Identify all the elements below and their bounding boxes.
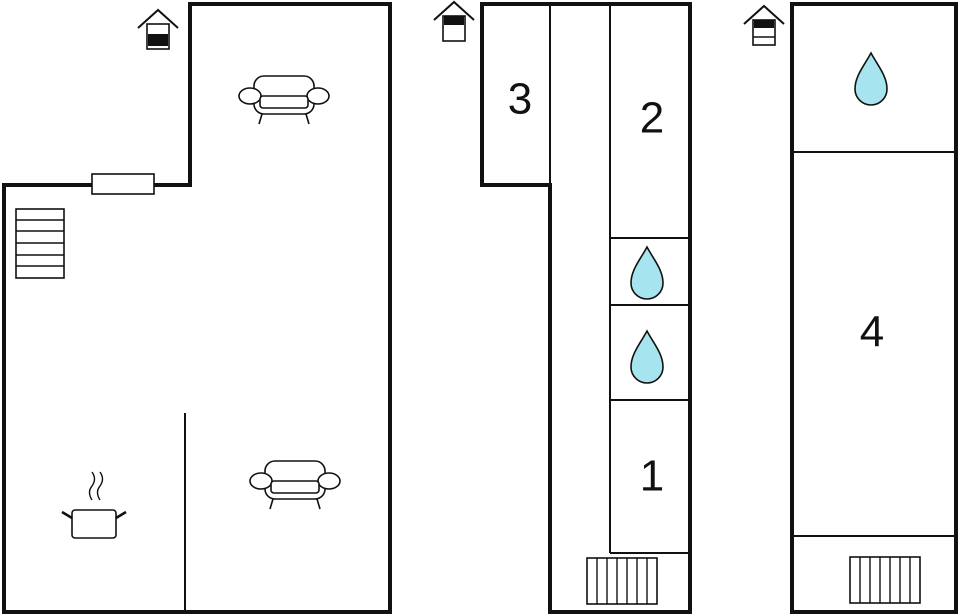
house-level-fill [754, 20, 774, 28]
room-label-2: 2 [640, 94, 664, 143]
room-label-3: 3 [508, 75, 532, 124]
second-floor-walls [790, 2, 958, 614]
sofa-icon [238, 75, 330, 125]
house-level-fill [444, 16, 464, 25]
ground-floor [2, 2, 392, 614]
second-floor: 4 [743, 2, 958, 614]
first-floor: 3 2 1 [433, 1, 692, 614]
sofa-icon [249, 460, 341, 510]
water-drop-icon [630, 246, 664, 300]
radiator-icon [586, 557, 658, 605]
water-drop-icon [854, 52, 888, 106]
room-label-1: 1 [640, 452, 664, 501]
ground-floor-walls [2, 2, 392, 614]
room-label-4: 4 [860, 308, 884, 357]
stairs-icon [15, 208, 65, 279]
window-icon [91, 173, 155, 195]
house-level-fill [148, 34, 168, 46]
radiator-icon [849, 556, 921, 604]
water-drop-icon [630, 330, 664, 384]
first-floor-walls [480, 2, 692, 614]
kitchen-pot-icon [61, 471, 127, 539]
